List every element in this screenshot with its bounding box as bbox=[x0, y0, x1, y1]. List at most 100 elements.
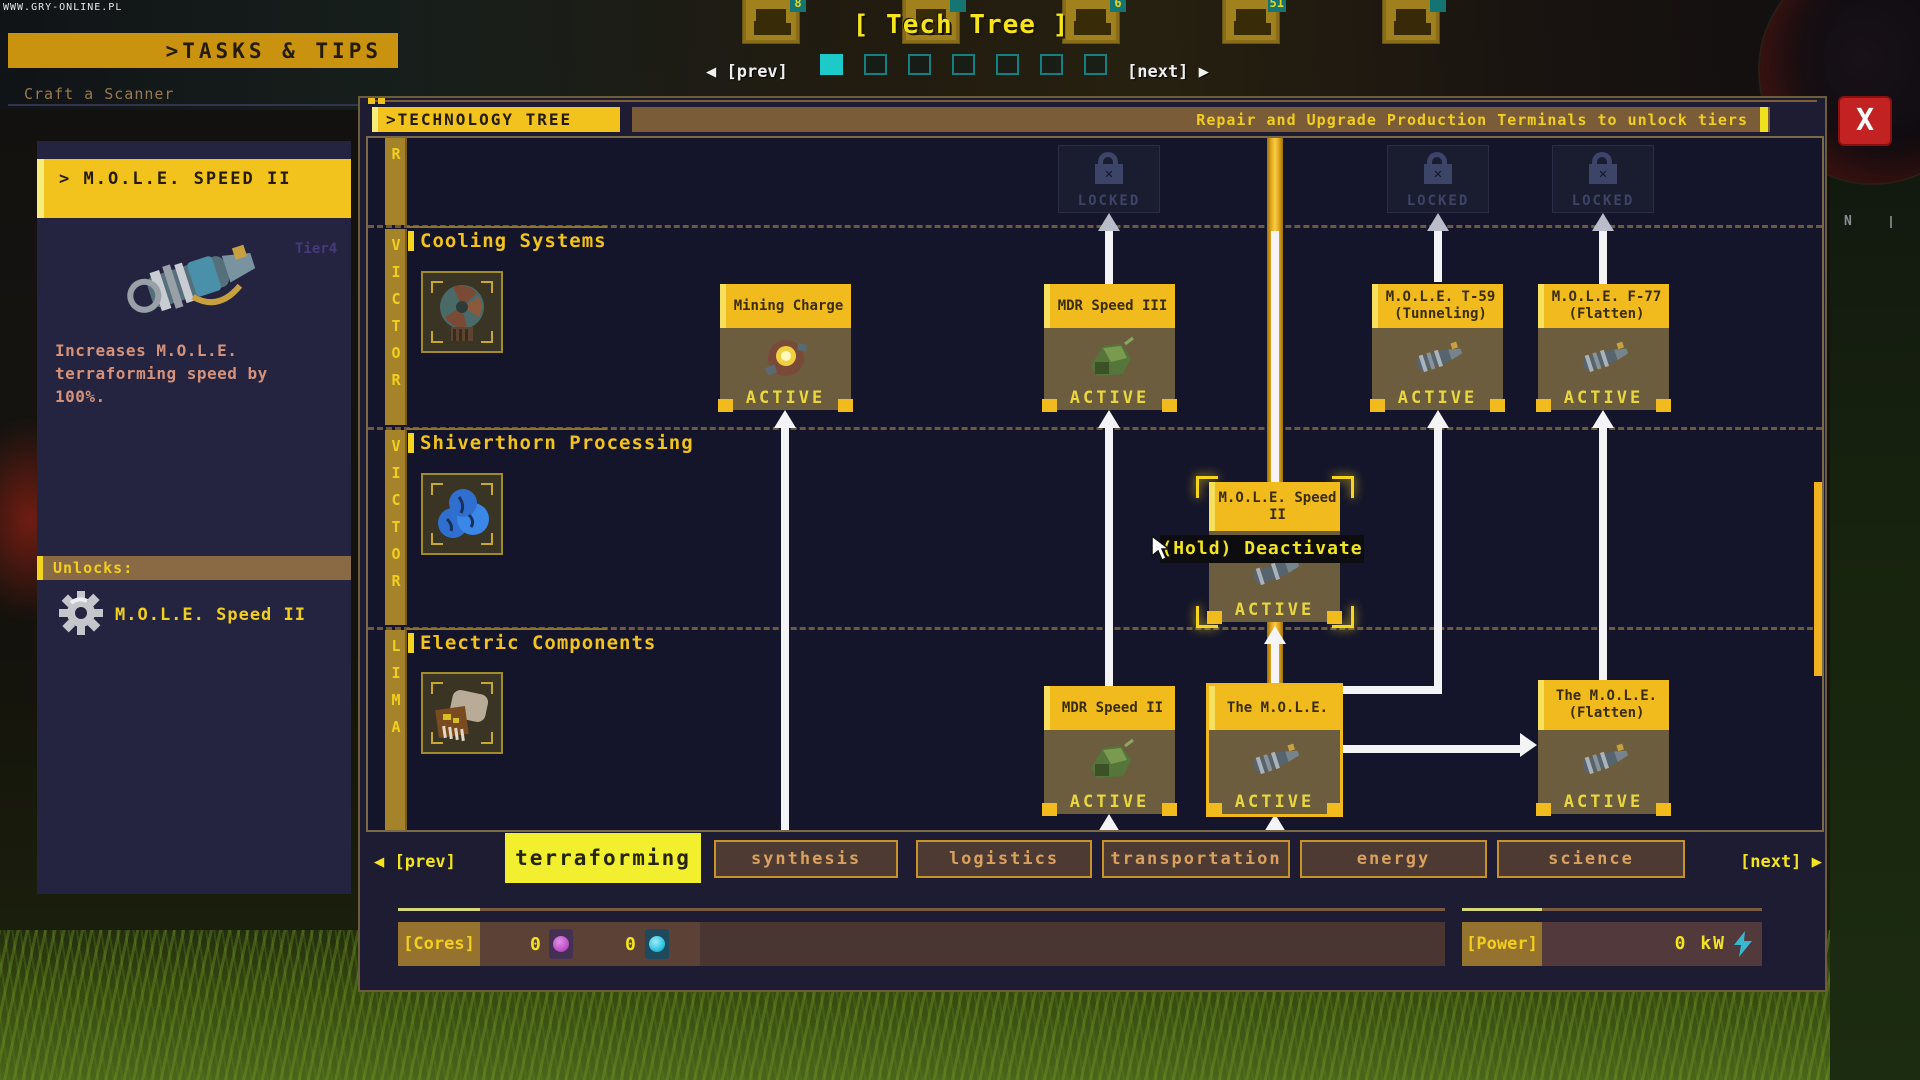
hotbar-slot[interactable] bbox=[1382, 0, 1446, 44]
row-title-tick bbox=[408, 433, 414, 453]
arrowhead-up-locked bbox=[1098, 213, 1120, 231]
locked-tech-node[interactable]: ✕ LOCKED bbox=[1387, 145, 1489, 213]
mouse-cursor-icon bbox=[1150, 534, 1176, 566]
shiverthorn-thumbnail bbox=[421, 473, 503, 555]
tab-transportation[interactable]: transportation bbox=[1102, 840, 1290, 878]
window-title: >TECHNOLOGY TREE bbox=[386, 110, 573, 129]
arrowhead-up bbox=[1098, 814, 1120, 830]
tech-node-mdr-speed-2[interactable]: MDR Speed II ACTIVE bbox=[1042, 686, 1177, 816]
task-divider bbox=[8, 104, 390, 106]
row-title-shiverthorn-processing: Shiverthorn Processing bbox=[420, 432, 694, 454]
mole-image bbox=[1245, 549, 1305, 595]
mole-image bbox=[1408, 336, 1468, 382]
terminal-strip-victor-2: VICTOR bbox=[385, 430, 407, 625]
mdr-image bbox=[1081, 336, 1139, 386]
hotbar-count-badge: 6 bbox=[1110, 0, 1126, 12]
arrowhead-up bbox=[1427, 410, 1449, 428]
hotbar-slot[interactable] bbox=[902, 0, 966, 44]
hotbar-item-icon bbox=[916, 9, 946, 31]
mining-charge-image bbox=[758, 336, 814, 386]
purple-core-count: 0 bbox=[530, 934, 541, 955]
hud-prev-button[interactable]: ◀ [prev] bbox=[706, 62, 788, 82]
arrowhead-up bbox=[1592, 410, 1614, 428]
tree-scrollbar[interactable] bbox=[1814, 482, 1822, 676]
tech-node-the-mole[interactable]: The M.O.L.E. ACTIVE bbox=[1207, 686, 1342, 816]
hint-accent-tick bbox=[1760, 107, 1768, 132]
terminal-strip-r: R bbox=[385, 138, 407, 225]
padlock-icon bbox=[1098, 152, 1118, 168]
tabs-prev-button[interactable]: ◀ [prev] bbox=[374, 852, 456, 872]
tech-node-the-mole-flatten[interactable]: The M.O.L.E. (Flatten) ACTIVE bbox=[1536, 680, 1671, 816]
cores-separator-accent bbox=[398, 908, 480, 911]
row-title-tick bbox=[408, 633, 414, 653]
right-triangle-icon: ▶ bbox=[1801, 852, 1822, 872]
compass-north-label: N bbox=[1844, 214, 1854, 229]
hotbar-count-badge: 51 bbox=[1267, 0, 1286, 12]
page-dot bbox=[996, 54, 1019, 75]
arrowhead-right bbox=[1520, 733, 1537, 757]
padlock-icon bbox=[1427, 152, 1447, 168]
close-button[interactable]: X bbox=[1838, 96, 1892, 146]
connector-line bbox=[1105, 428, 1113, 686]
header-accent-strip bbox=[372, 107, 378, 132]
window-title-bar: >TECHNOLOGY TREE bbox=[372, 107, 620, 132]
terminal-strip-victor-1: VICTOR bbox=[385, 229, 407, 425]
hotbar-slot[interactable]: 8 bbox=[742, 0, 806, 44]
right-triangle-icon: ▶ bbox=[1188, 62, 1209, 82]
hotbar-slot[interactable]: 6 bbox=[1062, 0, 1126, 44]
arrowhead-up bbox=[774, 410, 796, 428]
tech-node-mdr-speed-3[interactable]: MDR Speed III ACTIVE bbox=[1042, 284, 1177, 412]
tab-science[interactable]: science bbox=[1497, 840, 1685, 878]
tab-logistics[interactable]: logistics bbox=[916, 840, 1092, 878]
gear-icon bbox=[57, 589, 105, 641]
tech-node-mole-t59-tunneling[interactable]: M.O.L.E. T-59 (Tunneling) ACTIVE bbox=[1370, 284, 1505, 412]
terminal-strip-lima: LIMA bbox=[385, 630, 407, 830]
left-triangle-icon: ◀ bbox=[706, 62, 727, 82]
power-value: 0 kW bbox=[1674, 933, 1726, 954]
connector-line-horizontal bbox=[1341, 745, 1520, 753]
connector-line bbox=[1271, 231, 1279, 482]
unlocks-accent-tick bbox=[37, 556, 43, 580]
hotbar-item-icon bbox=[756, 9, 786, 31]
selection-bracket bbox=[1196, 606, 1218, 628]
tab-energy[interactable]: energy bbox=[1300, 840, 1487, 878]
hotbar-slot[interactable]: 51 bbox=[1222, 0, 1286, 44]
row-separator-solid bbox=[407, 226, 607, 228]
tab-synthesis[interactable]: synthesis bbox=[714, 840, 898, 878]
current-task: Craft a Scanner bbox=[24, 85, 175, 103]
watermark: WWW.GRY-ONLINE.PL bbox=[3, 2, 123, 13]
selection-bracket bbox=[1332, 476, 1354, 498]
unlock-item-name: M.O.L.E. Speed II bbox=[115, 605, 306, 625]
locked-tech-node[interactable]: ✕ LOCKED bbox=[1552, 145, 1654, 213]
hotbar-item-icon bbox=[1396, 9, 1426, 31]
berries-image bbox=[438, 489, 489, 538]
window-hint-bar: Repair and Upgrade Production Terminals … bbox=[632, 107, 1770, 132]
arrowhead-up-locked bbox=[1592, 213, 1614, 231]
tech-node-mining-charge[interactable]: Mining Charge ACTIVE bbox=[718, 284, 853, 412]
cyan-core-icon bbox=[645, 929, 669, 959]
locked-tech-node[interactable]: ✕ LOCKED bbox=[1058, 145, 1160, 213]
hud-next-button[interactable]: [next] ▶ bbox=[1127, 62, 1209, 82]
connector-line bbox=[1599, 231, 1607, 284]
tech-node-mole-f77-flatten[interactable]: M.O.L.E. F-77 (Flatten) ACTIVE bbox=[1536, 284, 1671, 412]
mole-image bbox=[1245, 738, 1305, 784]
row-title-tick bbox=[408, 231, 414, 251]
cores-label: [Cores] bbox=[398, 922, 480, 966]
row-separator bbox=[368, 225, 1822, 228]
cooling-systems-thumbnail bbox=[421, 271, 503, 353]
selection-bracket bbox=[1332, 606, 1354, 628]
tabs-next-button[interactable]: [next] ▶ bbox=[1740, 852, 1822, 872]
arrowhead-up-locked bbox=[1427, 213, 1449, 231]
hotbar-count-badge bbox=[950, 0, 966, 12]
mdr-image bbox=[1081, 738, 1139, 788]
hotbar-item-icon bbox=[1236, 9, 1266, 31]
compass-tick bbox=[1890, 216, 1892, 228]
power-label: [Power] bbox=[1462, 922, 1542, 966]
tab-terraforming[interactable]: terraforming bbox=[505, 833, 701, 883]
tier-label: Tier4 bbox=[295, 241, 338, 257]
header-accent-strip bbox=[37, 159, 44, 218]
connector-line bbox=[1434, 231, 1442, 282]
row-separator-solid bbox=[407, 628, 607, 630]
power-separator-accent bbox=[1462, 908, 1542, 911]
hotbar-item-icon bbox=[1076, 9, 1106, 31]
